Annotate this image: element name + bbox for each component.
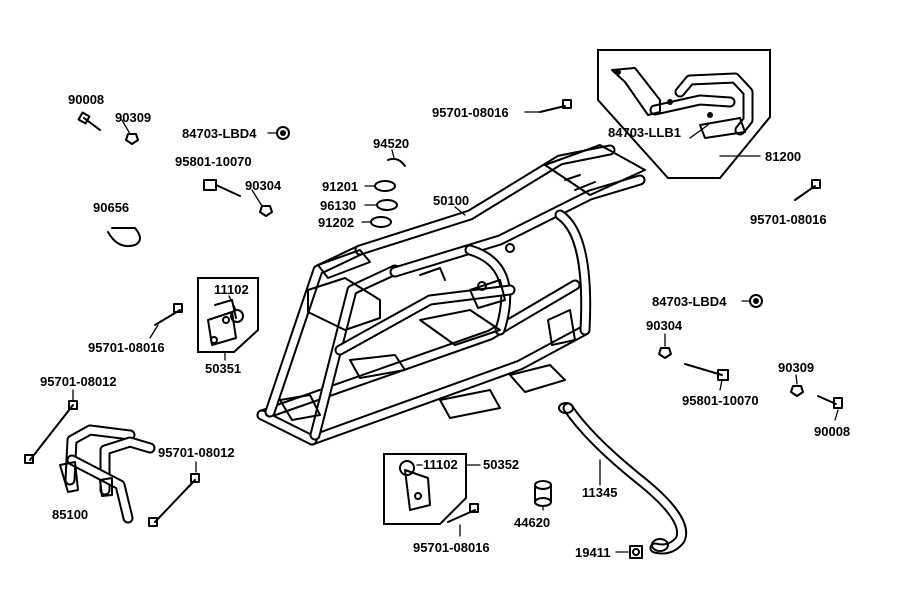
bolt-90008-left [77,111,101,131]
label-90309-right: 90309 [778,360,814,375]
label-90008-left: 90008 [68,92,104,107]
sleeve-44620 [534,480,552,507]
label-81200: 81200 [765,149,801,164]
washer-90304-left [259,205,273,217]
nut-90309-right [790,385,804,397]
label-84703-lbd4-left: 84703-LBD4 [182,126,257,141]
label-90008-right: 90008 [814,424,850,439]
bolt-95701-left [154,303,183,326]
label-50100: 50100 [433,193,469,208]
label-90304-right: 90304 [646,318,683,333]
engine-mount-left-box [197,277,259,353]
label-50351: 50351 [205,361,241,376]
label-95801-right: 95801-10070 [682,393,759,408]
label-11102-right: 11102 [423,457,458,472]
rear-rack-box [597,49,771,179]
clamp-19411 [629,545,643,559]
label-19411: 19411 [575,545,610,560]
nut-84703-lbd4-left [276,126,290,140]
clamp-90656 [107,227,141,248]
label-96130: 96130 [320,198,356,213]
bolt-95801-right [684,363,729,381]
bolt-95801-left [203,179,241,197]
label-11102-left: 11102 [214,282,249,297]
label-84703-lbd4-right: 84703-LBD4 [652,294,727,309]
label-95701-right: 95701-08016 [750,212,827,227]
label-90304-left: 90304 [245,178,282,193]
label-95701-left: 95701-08016 [88,340,165,355]
bolt-95701-bottom [447,503,479,523]
label-95701-08012-right: 95701-08012 [158,445,235,460]
bolt-95701-top [539,99,572,113]
label-44620: 44620 [514,515,550,530]
leader-lines [72,111,839,553]
label-95701-bottom: 95701-08016 [413,540,490,555]
nut-90309-left [125,133,139,145]
label-90309-left: 90309 [115,110,151,125]
label-94520: 94520 [373,136,409,151]
part-labels: 90008 90309 84703-LBD4 95801-10070 90304… [40,92,850,560]
washer-90304-right [658,347,672,359]
bolt-95701-08012-right [148,473,200,527]
front-bumper [59,424,156,524]
label-50352: 50352 [483,457,519,472]
label-95801-left: 95801-10070 [175,154,252,169]
label-90656: 90656 [93,200,129,215]
nut-84703-lbd4-right [749,294,763,308]
label-85100: 85100 [52,507,88,522]
label-95701-top: 95701-08016 [432,105,509,120]
label-11345: 11345 [582,485,617,500]
label-95701-08012-left: 95701-08012 [40,374,117,389]
engine-mount-right-box [383,453,467,525]
steering-bearings [370,157,406,228]
label-91202: 91202 [318,215,354,230]
exhaust-pipe [558,402,688,555]
main-frame [256,144,646,446]
bolt-95701-08012-left [24,400,78,464]
bolt-95701-right [794,179,821,201]
label-91201: 91201 [322,179,358,194]
label-84703-llb1: 84703-LLB1 [608,125,681,140]
bolt-90008-right [817,395,843,409]
